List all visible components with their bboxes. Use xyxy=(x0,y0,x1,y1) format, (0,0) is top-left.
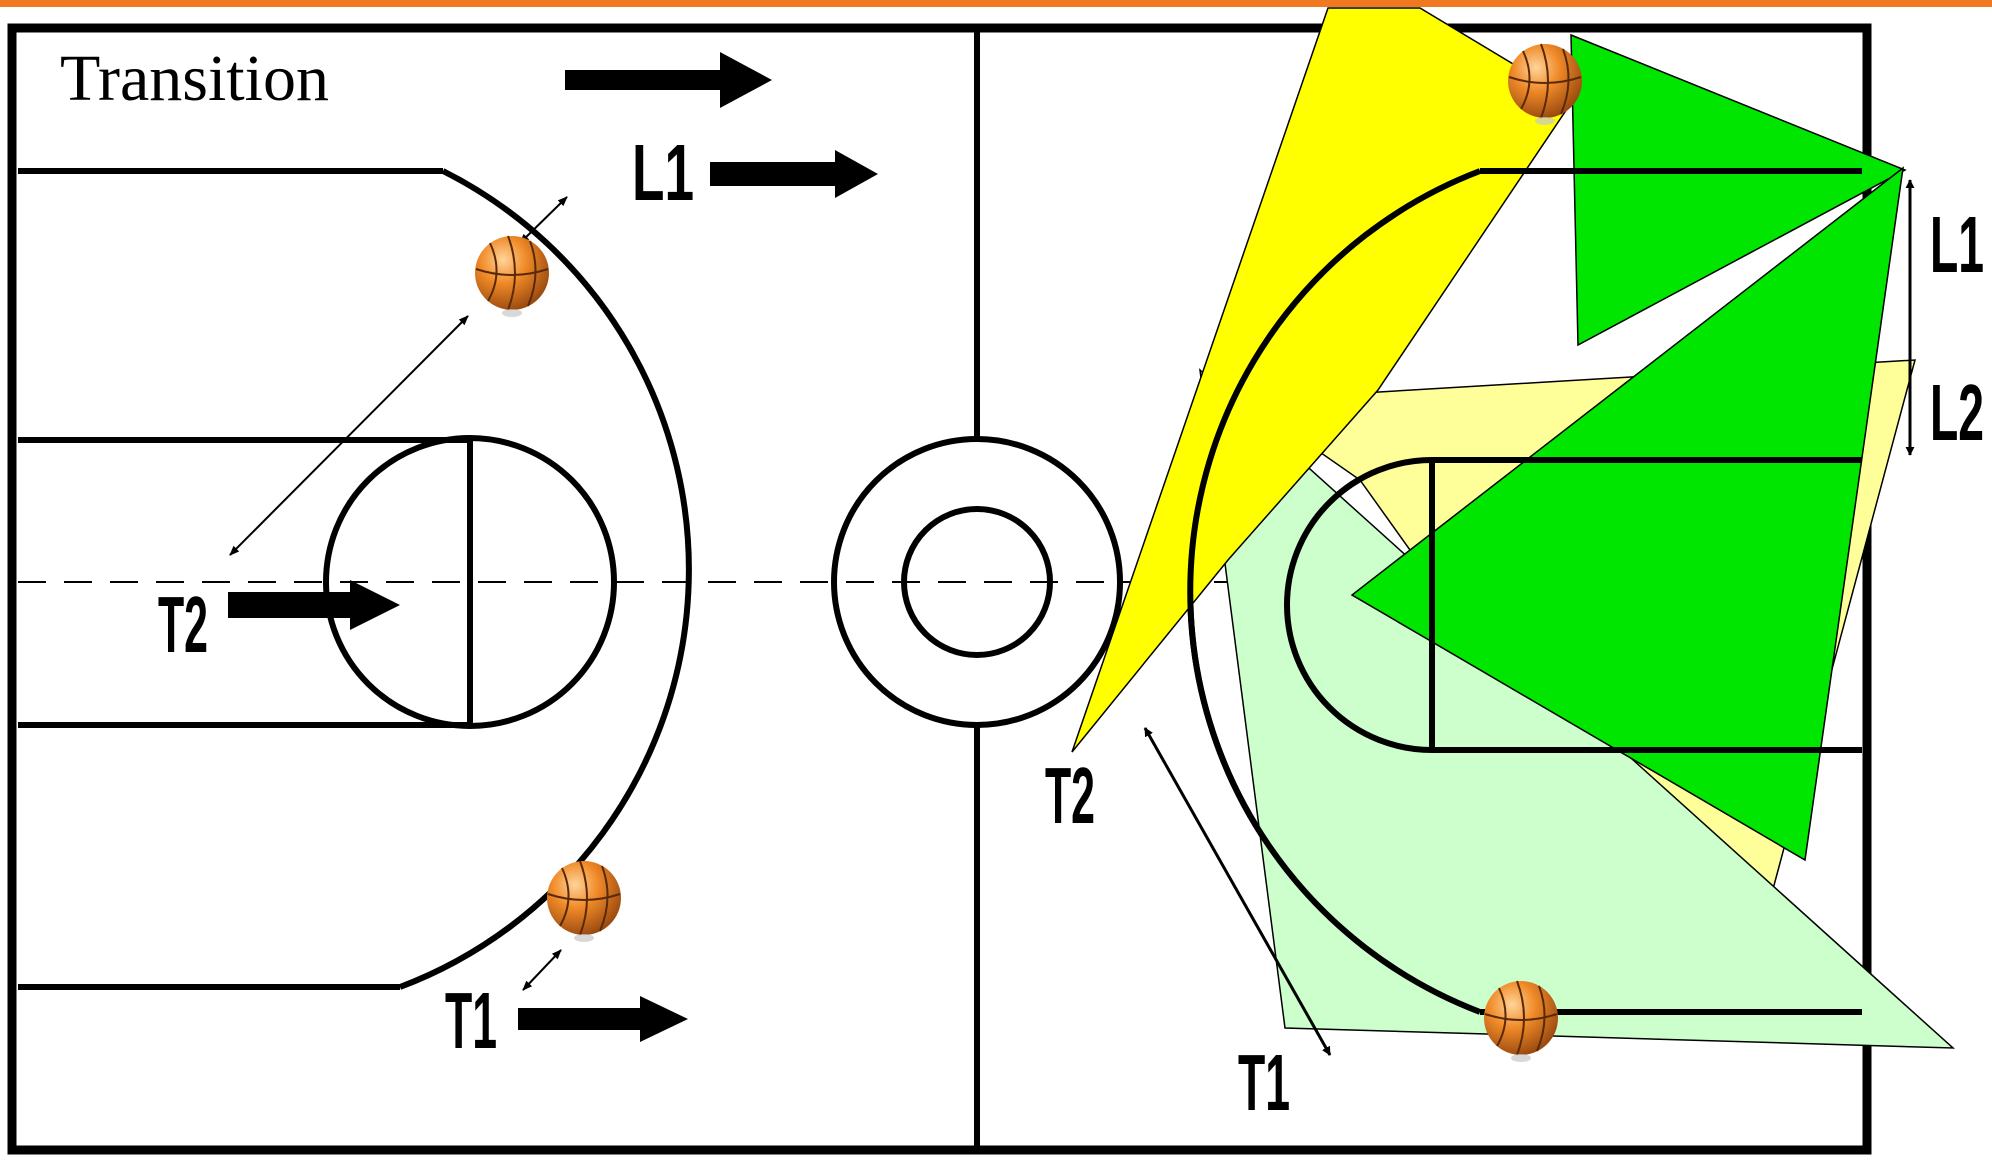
zone-green-main xyxy=(1350,166,1905,862)
accent-bar xyxy=(0,0,1992,7)
zone-green-top xyxy=(1570,33,1907,347)
diagram-title: Transition xyxy=(60,42,329,115)
double-arrow-icon xyxy=(1143,727,1332,1056)
arrow-right-icon xyxy=(228,580,400,630)
double-arrow-icon xyxy=(519,196,568,244)
court-lines-overlay xyxy=(1187,168,1862,1015)
arrow-right-icon xyxy=(710,150,878,198)
arrow-right-icon xyxy=(565,52,772,108)
basketball-icon xyxy=(474,235,550,318)
label-l1-left: L1 xyxy=(632,128,694,217)
label-t2-left: T2 xyxy=(158,580,208,669)
label-t2-right: T2 xyxy=(1045,751,1095,840)
double-arrow-icon xyxy=(522,949,562,991)
label-l2-right: L2 xyxy=(1930,368,1984,457)
basketball-icon xyxy=(546,860,622,943)
double-arrow-icon xyxy=(229,315,469,556)
zone-yellow xyxy=(1071,7,1575,753)
zones xyxy=(1071,7,1956,1049)
arrow-right-icon xyxy=(518,996,688,1042)
basketball-icon xyxy=(1483,980,1559,1063)
label-l1-right: L1 xyxy=(1930,200,1984,289)
label-t1-left: T1 xyxy=(445,976,497,1065)
label-t1-right: T1 xyxy=(1238,1038,1290,1127)
